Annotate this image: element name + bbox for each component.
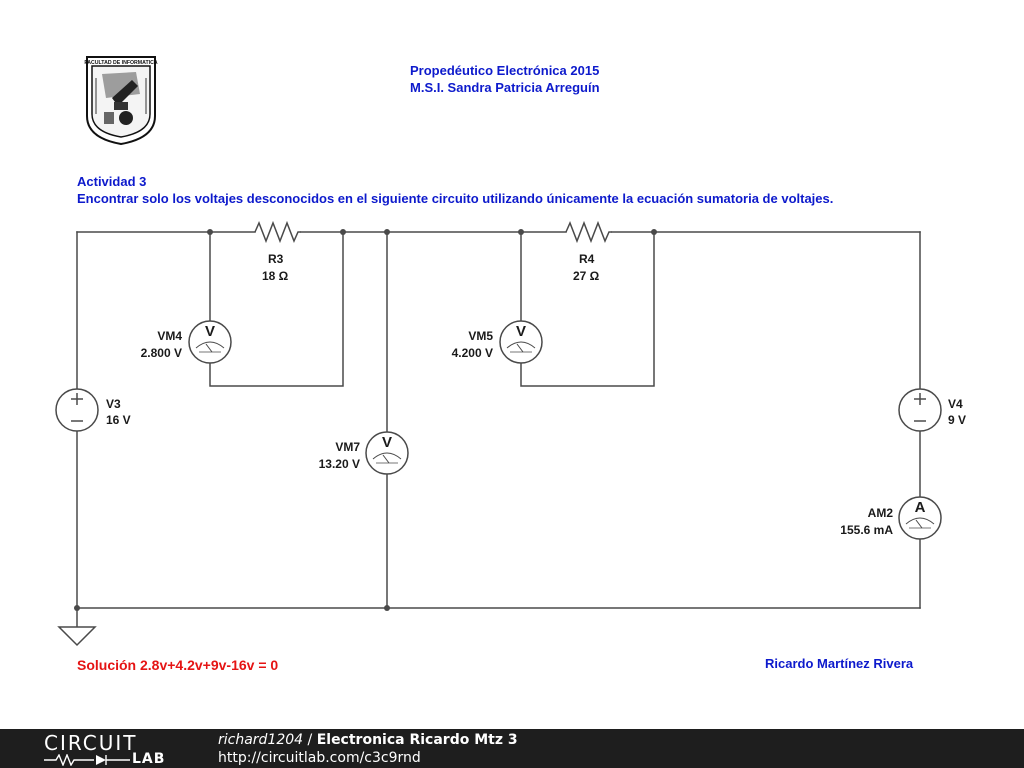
project-name: Electronica Ricardo Mtz 3 (316, 732, 518, 748)
circuit-schematic: V V V A (55, 220, 942, 647)
vm4-name: VM4 (157, 329, 182, 343)
logo-top-text: FACULTAD DE INFORMATICA (84, 60, 157, 66)
junction-dot (518, 229, 524, 235)
course-title: Propedéutico Electrónica 2015 (410, 63, 600, 78)
v3-value: 16 V (106, 413, 131, 427)
circuitlab-logo-bottom: LAB (132, 751, 166, 767)
junction-dot (340, 229, 346, 235)
project-title-line: richard1204 / Electronica Ricardo Mtz 3 (218, 732, 518, 748)
ground-symbol (57, 626, 97, 647)
junction-dot (651, 229, 657, 235)
vm4-value: 2.800 V (140, 346, 182, 360)
vm5-symbol: V (516, 323, 526, 340)
r3-value: 18 Ω (262, 269, 289, 283)
project-url[interactable]: http://circuitlab.com/c3c9rnd (218, 750, 421, 766)
waveform-icon (44, 754, 130, 766)
am2-symbol: A (915, 499, 926, 516)
voltmeter-vm5: V (499, 320, 543, 364)
voltage-source-v4 (898, 388, 942, 432)
faculty-logo: FACULTAD DE INFORMATICA (84, 54, 158, 146)
v4-name: V4 (948, 397, 963, 411)
junction-dot (384, 229, 390, 235)
project-separator: / (303, 732, 317, 748)
vm5-name: VM5 (468, 329, 493, 343)
project-user[interactable]: richard1204 (218, 732, 304, 748)
junction-dots (74, 229, 657, 611)
voltage-source-v3 (55, 388, 99, 432)
am2-value: 155.6 mA (840, 523, 893, 537)
r3-name: R3 (268, 252, 284, 266)
r4-value: 27 Ω (573, 269, 600, 283)
activity-title: Actividad 3 (77, 174, 147, 189)
resistor-r4 (565, 220, 612, 244)
junction-dot (74, 605, 80, 611)
ammeter-am2: A (898, 496, 942, 540)
instructor-name: M.S.I. Sandra Patricia Arreguín (410, 80, 600, 95)
circuitlab-logo[interactable]: CIRCUIT LAB (44, 731, 176, 767)
junction-dot (207, 229, 213, 235)
am2-name: AM2 (867, 506, 893, 520)
voltmeter-vm4: V (188, 320, 232, 364)
junction-dot (384, 605, 390, 611)
solution-text: Solución 2.8v+4.2v+9v-16v = 0 (77, 657, 279, 673)
author-name: Ricardo Martínez Rivera (765, 656, 914, 671)
vm4-wire-bottom (209, 231, 344, 387)
vm5-value: 4.200 V (451, 346, 493, 360)
vm7-name: VM7 (335, 440, 360, 454)
footer-bar: CIRCUIT LAB richard1204 / Electronica Ri… (0, 729, 1024, 768)
resistor-r3 (254, 220, 301, 244)
activity-instruction: Encontrar solo los voltajes desconocidos… (77, 191, 834, 206)
r4-name: R4 (579, 252, 595, 266)
vm5-wire-bottom (520, 231, 655, 387)
v4-value: 9 V (948, 413, 967, 427)
vm4-symbol: V (205, 323, 215, 340)
vm7-symbol: V (382, 434, 392, 451)
voltmeter-vm7: V (365, 431, 409, 475)
v3-name: V3 (106, 397, 121, 411)
vm7-value: 13.20 V (318, 457, 360, 471)
circuitlab-logo-top: CIRCUIT (44, 731, 138, 755)
